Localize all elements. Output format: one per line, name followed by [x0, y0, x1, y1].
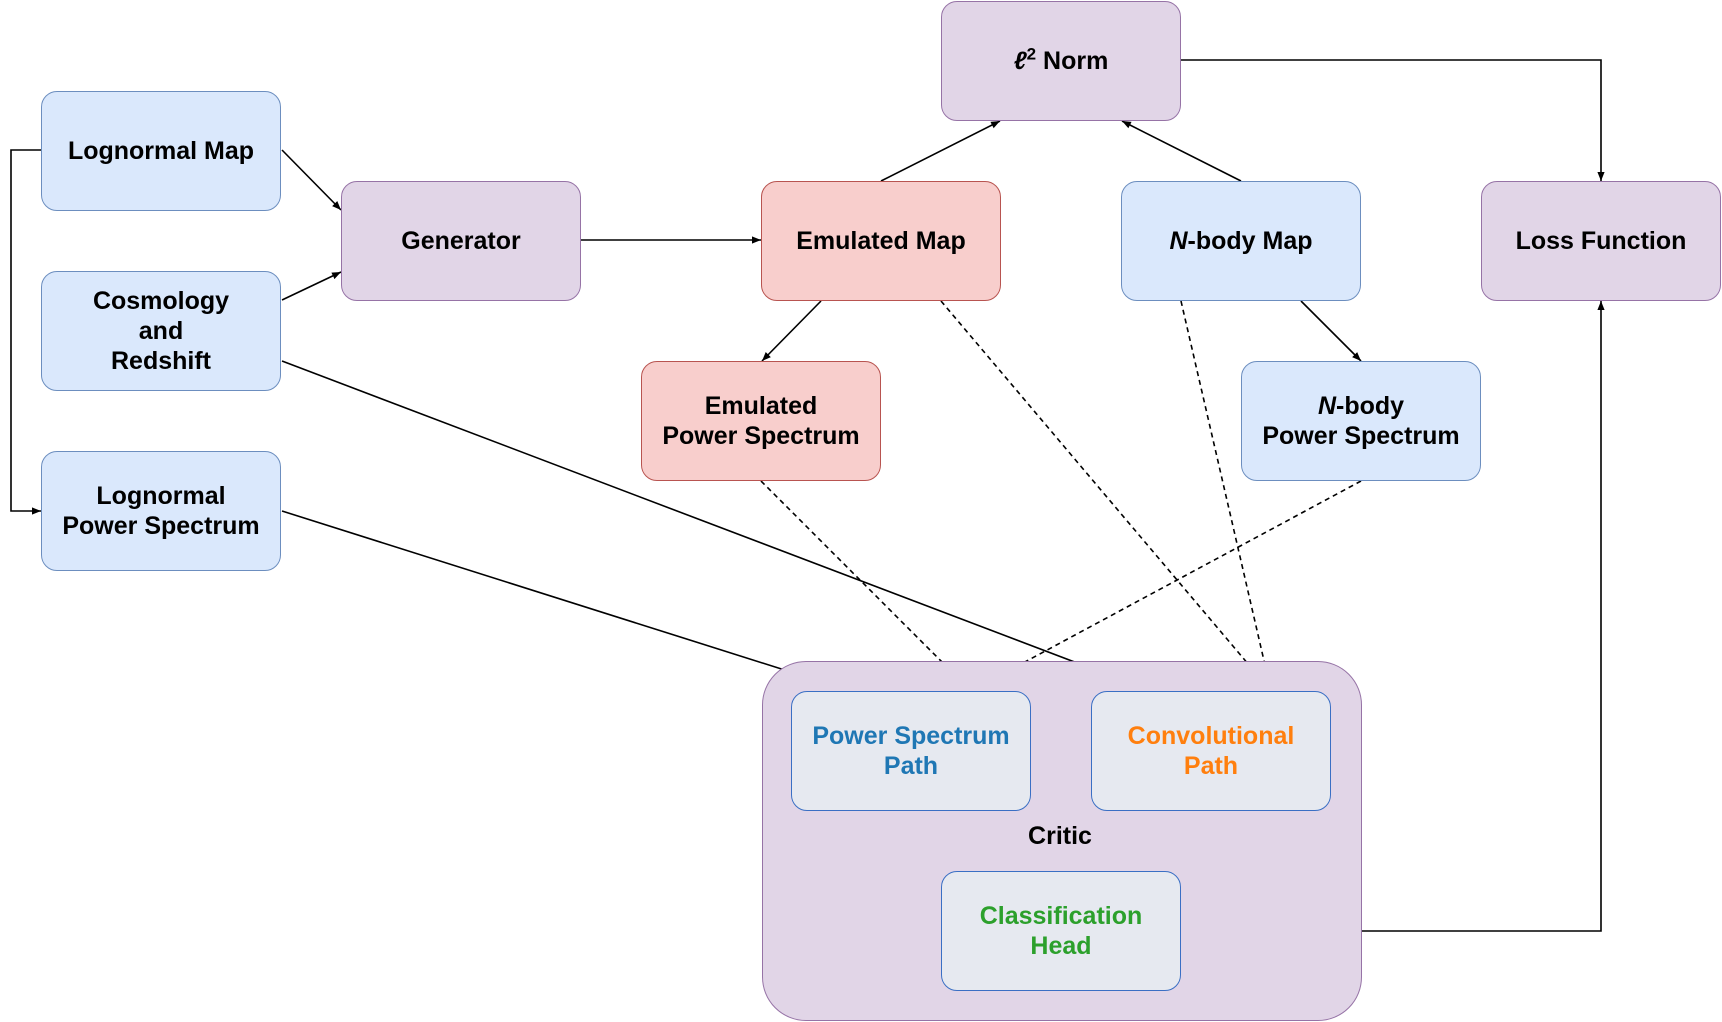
- edge-emulated-map-to-conv-path: [940, 300, 1272, 692]
- nbody-ps-label-line2: Power Spectrum: [1262, 422, 1460, 450]
- l2-norm-label: ℓ2 Norm: [1014, 46, 1109, 76]
- edge-nbody-ps-to-ps-path: [970, 480, 1362, 692]
- nbody-map-rest: -body Map: [1187, 227, 1313, 255]
- critic-label: Critic: [1028, 822, 1092, 850]
- nbody-map-node[interactable]: N-body Map: [1121, 181, 1361, 301]
- edge-nbody-map-to-conv-path: [1180, 300, 1273, 692]
- ps-path-label-line1: Power Spectrum: [812, 722, 1010, 750]
- power-spectrum-path-node[interactable]: Power Spectrum Path: [791, 691, 1031, 811]
- cosmology-redshift-node[interactable]: Cosmology and Redshift: [41, 271, 281, 391]
- edge-emulated-map-to-emulated-ps: [761, 300, 822, 362]
- edge-cosmology-to-generator: [281, 271, 342, 301]
- edge-l2-norm-to-loss-function: [1181, 59, 1605, 181]
- l2-norm-text: Norm: [1043, 47, 1109, 75]
- lognormal-ps-label-line2: Power Spectrum: [62, 512, 260, 540]
- nbody-ps-rest: -body: [1336, 392, 1405, 420]
- loss-function-label: Loss Function: [1515, 227, 1687, 255]
- nbody-power-spectrum-node[interactable]: N-body Power Spectrum: [1241, 361, 1481, 481]
- class-head-label-line2: Head: [1030, 932, 1092, 960]
- emulated-ps-label-line1: Emulated: [704, 392, 818, 420]
- l2-superscript: 2: [1026, 44, 1037, 64]
- emulated-ps-label-line2: Power Spectrum: [662, 422, 860, 450]
- edge-emulated-map-to-l2-norm: [880, 120, 1001, 182]
- nbody-ps-italic-n: N: [1317, 392, 1336, 420]
- lognormal-ps-label-line1: Lognormal: [96, 482, 226, 510]
- l2-norm-node[interactable]: ℓ2 Norm: [941, 1, 1181, 121]
- cosmology-label-line1: Cosmology: [92, 287, 230, 315]
- edge-lognormal-ps-to-ps-path: [281, 510, 852, 692]
- generator-label: Generator: [401, 227, 521, 255]
- edge-cosmology-to-conv-path: [281, 360, 1152, 692]
- nbody-map-italic-n: N: [1169, 227, 1188, 255]
- lognormal-map-node[interactable]: Lognormal Map: [41, 91, 281, 211]
- edge-emulated-ps-to-ps-path: [760, 480, 972, 692]
- cosmology-label-line2: and: [138, 317, 184, 345]
- emulated-map-node[interactable]: Emulated Map: [761, 181, 1001, 301]
- loss-function-node[interactable]: Loss Function: [1481, 181, 1721, 301]
- class-head-label-line1: Classification: [979, 902, 1143, 930]
- edge-nbody-map-to-l2-norm: [1121, 120, 1242, 182]
- emulated-power-spectrum-node[interactable]: Emulated Power Spectrum: [641, 361, 881, 481]
- convolutional-path-node[interactable]: Convolutional Path: [1091, 691, 1331, 811]
- nbody-map-label: N-body Map: [1169, 226, 1312, 256]
- emulated-map-label: Emulated Map: [796, 227, 966, 255]
- ps-path-label-line2: Path: [883, 752, 939, 780]
- edge-lognormal-map-to-generator: [281, 149, 342, 211]
- classification-head-node[interactable]: Classification Head: [941, 871, 1181, 991]
- edge-nbody-map-to-nbody-ps: [1300, 300, 1362, 362]
- edge-lognormal-map-to-lognormal-ps: [10, 149, 41, 515]
- cosmology-label-line3: Redshift: [111, 347, 211, 375]
- lognormal-power-spectrum-node[interactable]: Lognormal Power Spectrum: [41, 451, 281, 571]
- generator-node[interactable]: Generator: [341, 181, 581, 301]
- l2-symbol: ℓ: [1013, 47, 1027, 75]
- conv-path-label-line1: Convolutional: [1127, 722, 1295, 750]
- conv-path-label-line2: Path: [1183, 752, 1239, 780]
- lognormal-map-label: Lognormal Map: [67, 137, 255, 165]
- nbody-ps-label-line1: N-body: [1262, 391, 1459, 421]
